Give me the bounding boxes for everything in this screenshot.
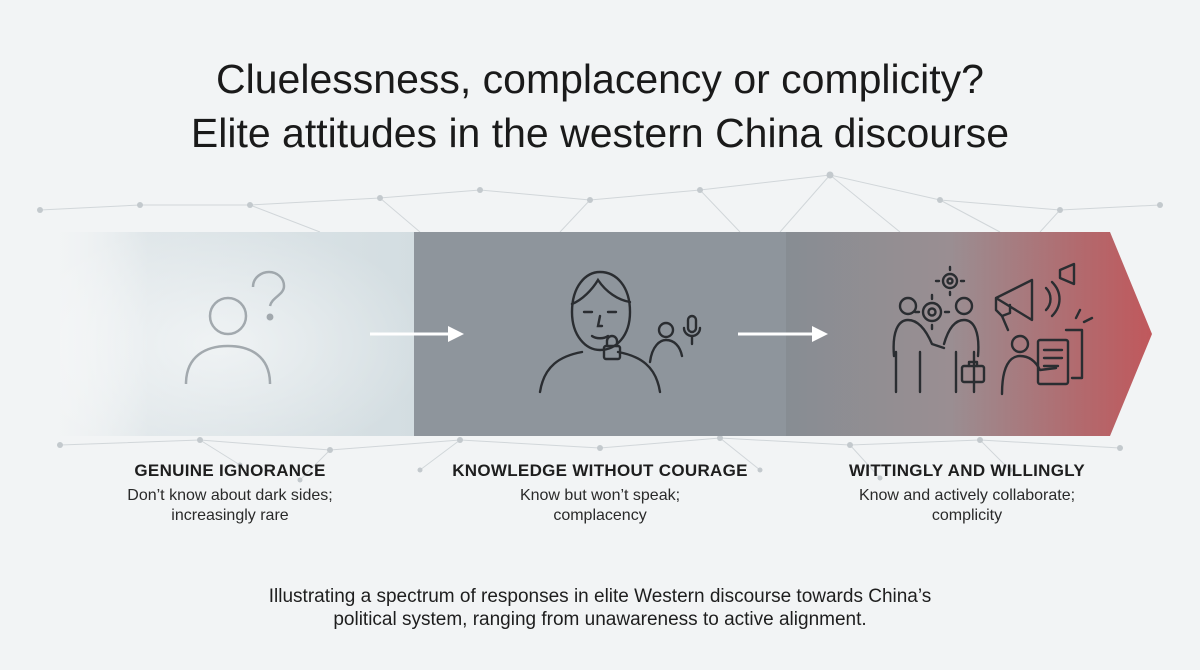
- arrow-1-icon: [370, 326, 464, 342]
- caption-line-2: political system, ranging from unawarene…: [333, 609, 867, 630]
- stage-desc-line-2: complicity: [931, 507, 1003, 524]
- stage-desc-line-1: Don’t know about dark sides;: [127, 487, 333, 504]
- stage-label-2: KNOWLEDGE WITHOUT COURAGE Know but won’t…: [410, 461, 790, 526]
- stage-heading: GENUINE IGNORANCE: [134, 461, 326, 480]
- stage-heading: WITTINGLY AND WILLINGLY: [848, 461, 1086, 480]
- title-line-1: Cluelessness, complacency or complicity?: [216, 56, 984, 102]
- stage-desc-line-1: Know but won’t speak;: [519, 487, 681, 504]
- stage-label-1: GENUINE IGNORANCE Don’t know about dark …: [40, 461, 420, 526]
- caption: Illustrating a spectrum of responses in …: [150, 585, 1050, 631]
- page-title: Cluelessness, complacency or complicity?…: [0, 52, 1200, 160]
- panel-genuine-ignorance: [60, 232, 414, 436]
- silenced-face-lock-icon: [538, 270, 702, 394]
- panel-wittingly-and-willingly: [786, 232, 1152, 436]
- title-line-2: Elite attitudes in the western China dis…: [190, 110, 1010, 156]
- stage-desc-line-1: Know and actively collaborate;: [858, 487, 1076, 504]
- questioning-person-icon: [184, 270, 286, 385]
- caption-line-1: Illustrating a spectrum of responses in …: [268, 586, 932, 607]
- stage-desc-line-2: increasingly rare: [171, 507, 289, 524]
- panel-knowledge-without-courage: [414, 232, 786, 436]
- arrow-2-icon: [738, 326, 828, 342]
- handshake-megaphone-icon: [892, 262, 1094, 396]
- stage-desc-line-2: complacency: [553, 507, 647, 524]
- stage-heading: KNOWLEDGE WITHOUT COURAGE: [452, 461, 748, 480]
- spectrum-band: [60, 232, 1152, 436]
- stage-label-3: WITTINGLY AND WILLINGLY Know and activel…: [777, 461, 1157, 526]
